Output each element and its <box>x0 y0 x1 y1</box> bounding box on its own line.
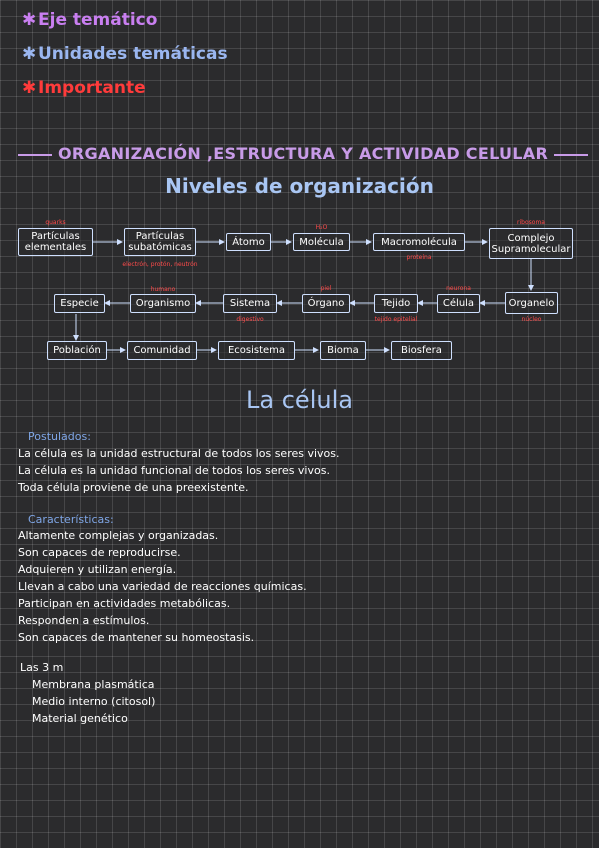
node-poblacion: Población <box>47 341 107 360</box>
tres-m-item: Material genético <box>32 712 128 725</box>
annotation-celula: neurona <box>446 285 471 292</box>
caracteristica-item: Son capaces de reproducirse. <box>18 546 181 559</box>
annotation-organismo: humano <box>150 286 176 293</box>
title-dash-left <box>18 153 52 156</box>
legend-label: Eje temático <box>38 10 158 30</box>
annotation-organo: piel <box>320 285 332 292</box>
postulado-item: La célula es la unidad estructural de to… <box>18 447 340 460</box>
node-complejo-supramolecular: Complejo Supramolecular <box>489 228 573 259</box>
star-icon: ✱ <box>22 78 37 98</box>
node-atomo: Átomo <box>226 233 271 251</box>
tres-m-item: Medio interno (citosol) <box>32 695 156 708</box>
legend-importante: ✱Importante <box>22 78 146 98</box>
legend-label: Unidades temáticas <box>38 44 228 64</box>
node-molecula: Molécula <box>293 233 350 251</box>
postulados-heading: Postulados: <box>28 430 91 443</box>
node-tejido: Tejido <box>374 294 418 313</box>
node-bioma: Bioma <box>320 341 366 360</box>
star-icon: ✱ <box>22 10 37 30</box>
node-sistema: Sistema <box>223 294 277 313</box>
tres-m-item: Membrana plasmática <box>32 678 155 691</box>
caracteristica-item: Adquieren y utilizan energía. <box>18 563 177 576</box>
node-organo: Órgano <box>302 294 350 313</box>
annotation-sistema: digestivo <box>236 316 264 323</box>
node-comunidad: Comunidad <box>127 341 197 360</box>
cell-title: La célula <box>246 386 353 414</box>
annotation-organelo: núcleo <box>521 316 542 323</box>
node-particulas-subatomicas: Partículas subatómicas <box>124 228 196 256</box>
tres-m-heading: Las 3 m <box>20 661 64 674</box>
postulado-item: La célula es la unidad funcional de todo… <box>18 464 330 477</box>
annotation-molecula: H₂O <box>315 224 328 231</box>
caracteristica-item: Participan en actividades metabólicas. <box>18 597 231 610</box>
legend-label: Importante <box>38 78 146 98</box>
postulado-item: Toda célula proviene de una preexistente… <box>18 481 249 494</box>
node-organismo: Organismo <box>130 294 196 313</box>
node-ecosistema: Ecosistema <box>218 341 295 360</box>
node-biosfera: Biosfera <box>391 341 452 360</box>
legend-unidades-tematicas: ✱Unidades temáticas <box>22 44 228 64</box>
annotation-quarks: quarks <box>45 219 66 226</box>
node-macromolecula: Macromolécula <box>373 233 465 251</box>
caracteristicas-heading: Características: <box>28 513 114 526</box>
annotation-subatomicas: electrón, protón, neutrón <box>122 261 198 268</box>
annotation-complejo: ribosoma <box>517 219 545 226</box>
node-especie: Especie <box>54 294 105 313</box>
caracteristica-item: Responden a estímulos. <box>18 614 150 627</box>
annotation-macromolecula: proteína <box>406 254 432 261</box>
node-organelo: Organelo <box>505 292 558 314</box>
star-icon: ✱ <box>22 44 37 64</box>
node-particulas-elementales: Partículas elementales <box>18 228 93 256</box>
legend-eje-tematico: ✱Eje temático <box>22 10 157 30</box>
annotation-tejido: tejido epitelial <box>374 316 418 323</box>
subtitle: Niveles de organización <box>165 174 434 198</box>
caracteristica-item: Altamente complejas y organizadas. <box>18 529 219 542</box>
main-title: ORGANIZACIÓN ,ESTRUCTURA Y ACTIVIDAD CEL… <box>12 144 589 163</box>
caracteristica-item: Son capaces de mantener su homeostasis. <box>18 631 255 644</box>
main-title-text: ORGANIZACIÓN ,ESTRUCTURA Y ACTIVIDAD CEL… <box>58 144 549 163</box>
node-celula: Célula <box>437 294 480 313</box>
caracteristica-item: Llevan a cabo una variedad de reacciones… <box>18 580 307 593</box>
title-dash-right <box>554 153 589 156</box>
